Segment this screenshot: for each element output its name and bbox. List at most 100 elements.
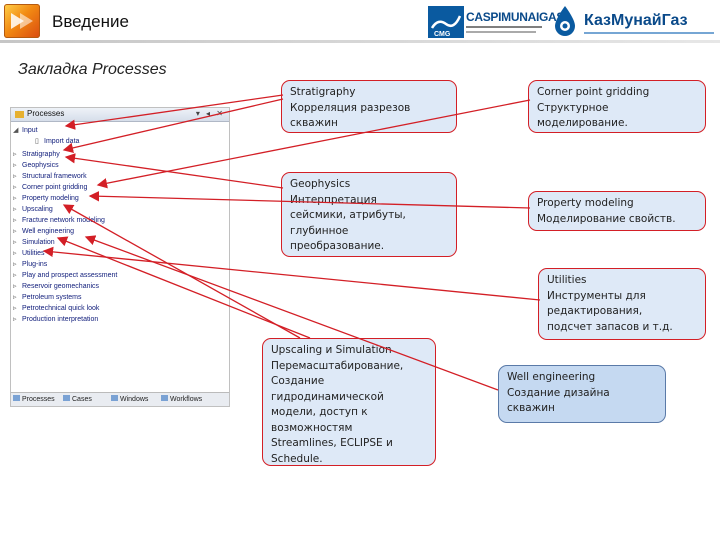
tree-item-upscaling[interactable]: ▹Upscaling bbox=[13, 206, 53, 213]
caspimunaigas-logo-icon: CMG bbox=[428, 6, 464, 38]
collapsed-arrow-icon: ▹ bbox=[13, 261, 17, 268]
tree-item-stratigraphy[interactable]: ▹Stratigraphy bbox=[13, 151, 60, 158]
callout-well-line: скважин bbox=[507, 402, 555, 415]
panel-title: Processes bbox=[27, 109, 65, 118]
callout-utilities-line: Utilities bbox=[547, 274, 587, 286]
callout-stratigraphy-line: Корреляция разрезов bbox=[290, 101, 411, 114]
cases-tab-icon bbox=[63, 395, 70, 401]
arrow-well-engineering bbox=[84, 235, 499, 391]
callout-geophysics: Geophysics Интерпретация сейсмики, атриб… bbox=[281, 172, 457, 257]
collapsed-arrow-icon: ▹ bbox=[13, 195, 17, 202]
panel-titlebar: Processes ▾ ◂ ✕ bbox=[11, 108, 229, 122]
tree-item-petrotechnical-quick-look[interactable]: ▹Petrotechnical quick look bbox=[13, 305, 100, 312]
callout-geophysics-line: Geophysics bbox=[290, 178, 351, 190]
kazmunaigas-drop-icon bbox=[552, 5, 578, 37]
callout-upscaling-line: Schedule. bbox=[271, 452, 323, 465]
callout-utilities-line: Инструменты для bbox=[547, 289, 646, 302]
tree-item-production-interpretation[interactable]: ▹Production interpretation bbox=[13, 316, 99, 323]
callout-corner-point-gridding: Corner point gridding Структурное модели… bbox=[528, 80, 706, 133]
caspimunaigas-logo-rule-2 bbox=[466, 31, 536, 33]
expanded-arrow-icon: ◢ bbox=[13, 127, 19, 134]
tree-item-import-data[interactable]: ▯Import data bbox=[35, 138, 80, 145]
callout-utilities-line: подсчет запасов и т.д. bbox=[547, 320, 673, 333]
callout-geophysics-line: сейсмики, атрибуты, bbox=[290, 209, 406, 222]
callout-property-line: Моделирование свойств. bbox=[537, 212, 676, 225]
callout-upscaling-line: Перемасштабирование, bbox=[271, 359, 404, 372]
arrow-geophysics bbox=[64, 153, 284, 189]
arrow-property bbox=[88, 191, 531, 209]
collapsed-arrow-icon: ▹ bbox=[13, 294, 17, 301]
collapsed-arrow-icon: ▹ bbox=[13, 228, 17, 235]
presentation-logo-icon bbox=[4, 4, 40, 38]
callout-utilities-line: редактирования, bbox=[547, 305, 643, 318]
tree-item-input[interactable]: ◢Input bbox=[13, 127, 38, 134]
tree-item-simulation[interactable]: ▹Simulation bbox=[13, 239, 55, 246]
callout-well-line: Создание дизайна bbox=[507, 386, 610, 399]
collapsed-arrow-icon: ▹ bbox=[13, 283, 17, 290]
tree-item-plug-ins[interactable]: ▹Plug-ins bbox=[13, 261, 48, 268]
slide-subtitle: Закладка Processes bbox=[18, 61, 167, 78]
tree-item-utilities[interactable]: ▹Utilities bbox=[13, 250, 45, 257]
panel-window-controls[interactable]: ▾ ◂ ✕ bbox=[195, 109, 225, 118]
collapsed-arrow-icon: ▹ bbox=[13, 250, 17, 257]
callout-upscaling-line: модели, доступ к bbox=[271, 406, 368, 419]
arrow-upscaling bbox=[62, 204, 301, 339]
arrow-simulation bbox=[56, 236, 311, 339]
tab-cases[interactable]: Cases bbox=[63, 395, 92, 403]
arrow-corner-point bbox=[96, 99, 531, 189]
tree-item-corner-point-gridding[interactable]: ▹Corner point gridding bbox=[13, 184, 88, 191]
tab-workflows[interactable]: Workflows bbox=[161, 395, 202, 403]
callout-stratigraphy: Stratigraphy Корреляция разрезов скважин bbox=[281, 80, 457, 133]
callout-stratigraphy-line: Stratigraphy bbox=[290, 86, 356, 98]
collapsed-arrow-icon: ▹ bbox=[13, 184, 17, 191]
callout-corner-line: Структурное bbox=[537, 101, 609, 114]
tree-item-reservoir-geomechanics[interactable]: ▹Reservoir geomechanics bbox=[13, 283, 100, 290]
folder-icon bbox=[15, 111, 24, 118]
collapsed-arrow-icon: ▹ bbox=[13, 206, 17, 213]
callout-stratigraphy-line: скважин bbox=[290, 117, 338, 130]
slide-header: Введение CMG CASPIMUNAIGAS КазМунайГаз bbox=[0, 0, 720, 43]
collapsed-arrow-icon: ▹ bbox=[13, 217, 17, 224]
windows-tab-icon bbox=[111, 395, 118, 401]
callout-upscaling-simulation: Upscaling и Simulation Перемасштабирован… bbox=[262, 338, 436, 466]
callout-upscaling-line: возможностям bbox=[271, 421, 353, 434]
tree-item-petroleum-systems[interactable]: ▹Petroleum systems bbox=[13, 294, 82, 301]
collapsed-arrow-icon: ▹ bbox=[13, 305, 17, 312]
tree-item-structural-framework[interactable]: ▹Structural framework bbox=[13, 173, 87, 180]
tree-item-play-and-prospect-assessment[interactable]: ▹Play and prospect assessment bbox=[13, 272, 118, 279]
callout-upscaling-line: Streamlines, ECLIPSE и bbox=[271, 437, 393, 450]
caspimunaigas-mark-text: CMG bbox=[434, 31, 451, 38]
panel-tab-bar: Processes Cases Windows Workflows bbox=[11, 392, 229, 406]
collapsed-arrow-icon: ▹ bbox=[13, 239, 17, 246]
caspimunaigas-logo-text: CASPIMUNAIGAS bbox=[466, 10, 565, 24]
collapsed-arrow-icon: ▹ bbox=[13, 272, 17, 279]
header-divider bbox=[0, 40, 720, 43]
tree-item-geophysics[interactable]: ▹Geophysics bbox=[13, 162, 59, 169]
callout-geophysics-line: преобразование. bbox=[290, 240, 385, 253]
processes-tab-icon bbox=[13, 395, 20, 401]
arrow-utilities bbox=[42, 246, 541, 301]
callout-utilities: Utilities Инструменты для редактирования… bbox=[538, 268, 706, 340]
collapsed-arrow-icon: ▹ bbox=[13, 162, 17, 169]
arrow-stratigraphy-item bbox=[62, 98, 284, 154]
callout-well-line: Well engineering bbox=[507, 371, 596, 383]
collapsed-arrow-icon: ▹ bbox=[13, 173, 17, 180]
callout-property-line: Property modeling bbox=[537, 197, 634, 209]
tab-windows[interactable]: Windows bbox=[111, 395, 148, 403]
tab-processes[interactable]: Processes bbox=[13, 395, 55, 403]
callout-corner-line: Corner point gridding bbox=[537, 86, 650, 98]
callout-upscaling-line: гидродинамической bbox=[271, 390, 384, 403]
kazmunaigas-logo-rule bbox=[584, 32, 714, 34]
arrow-stratigraphy bbox=[64, 94, 284, 130]
callout-well-engineering: Well engineering Создание дизайна скважи… bbox=[498, 365, 666, 423]
tree-item-fracture-network-modeling[interactable]: ▹Fracture network modeling bbox=[13, 217, 105, 224]
processes-panel: Processes ▾ ◂ ✕ ◢Input ▯Import data ▹Str… bbox=[10, 107, 230, 407]
slide-title: Введение bbox=[52, 12, 129, 31]
workflows-tab-icon bbox=[161, 395, 168, 401]
callout-upscaling-line: Создание bbox=[271, 375, 325, 388]
callout-property-modeling: Property modeling Моделирование свойств. bbox=[528, 191, 706, 231]
tree-item-well-engineering[interactable]: ▹Well engineering bbox=[13, 228, 75, 235]
tree-item-property-modeling[interactable]: ▹Property modeling bbox=[13, 195, 79, 202]
document-icon: ▯ bbox=[35, 138, 39, 145]
